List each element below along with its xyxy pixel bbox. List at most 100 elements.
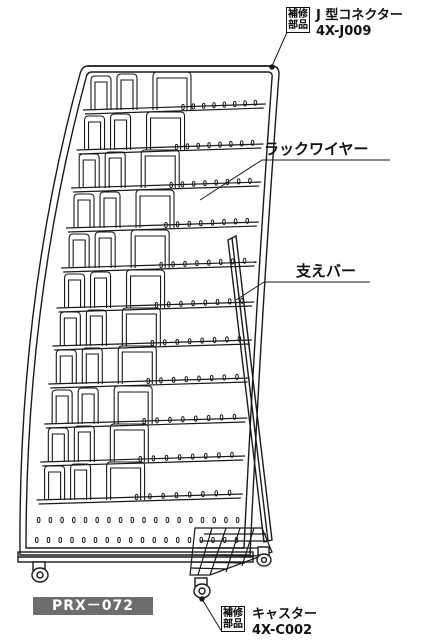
panel-hole — [243, 100, 247, 107]
panel-hole — [242, 257, 247, 264]
panel-hole — [162, 339, 167, 346]
pocket-wire — [72, 239, 86, 268]
panel-hole — [118, 516, 123, 524]
panel-hole — [83, 516, 88, 524]
pocket-wire — [68, 233, 90, 268]
pocket-wire — [129, 275, 162, 308]
pocket-wire — [108, 157, 122, 188]
shelf-wire — [84, 107, 264, 115]
pocket-wire — [139, 195, 171, 228]
panel-hole — [253, 99, 258, 106]
panel-hole — [206, 414, 211, 422]
j-connector-code: 4X-J009 — [316, 24, 372, 39]
pocket-wire — [74, 469, 88, 500]
panel-holes — [34, 99, 258, 544]
shelf-wire — [73, 185, 260, 193]
panel-hole — [175, 338, 180, 345]
support-bar-label: 支えバー — [296, 262, 357, 280]
panel-hole — [193, 415, 198, 422]
pocket-wire — [85, 309, 107, 346]
pocket-wire — [59, 311, 81, 346]
shelf-wire — [58, 305, 253, 313]
panel-hole — [164, 536, 168, 544]
panel-hole — [212, 336, 217, 344]
j-connector-name: J 型コネクター — [316, 8, 403, 23]
pocket-wire — [117, 345, 157, 384]
panel-hole — [236, 178, 241, 185]
panel-hole — [219, 414, 224, 421]
pocket-wire — [110, 467, 142, 500]
panel-hole — [234, 536, 239, 544]
panel-hole — [225, 336, 229, 343]
pocket-wire — [149, 117, 182, 150]
pocket-wire — [78, 153, 100, 188]
panel-hole — [161, 492, 165, 499]
pocket-wire — [103, 197, 117, 228]
panel-hole — [227, 298, 232, 305]
pocket-wire — [117, 391, 149, 424]
panel-hole — [159, 261, 163, 269]
panel-hole — [187, 220, 192, 227]
panel-hole — [175, 221, 180, 228]
pocket-wire — [73, 193, 95, 228]
panel-hole — [177, 516, 181, 524]
panel-hole — [191, 103, 196, 110]
pocket-wire — [113, 429, 145, 462]
pocket-wire — [77, 431, 91, 462]
panel-hole — [93, 536, 98, 544]
panel-hole — [218, 141, 222, 148]
panel-hole — [240, 297, 244, 304]
panel-hole — [201, 490, 205, 498]
panel-hole — [222, 536, 227, 544]
panel-hole — [235, 373, 239, 380]
pocket-wire — [125, 269, 166, 308]
badge-line-1: 補修 — [288, 9, 308, 20]
panel-hole — [46, 536, 51, 544]
pocket-wire — [98, 237, 112, 268]
pocket-wire — [116, 73, 138, 110]
pocket-wire — [81, 393, 95, 424]
panel-hole — [217, 452, 221, 459]
panel-hole — [174, 492, 179, 499]
panel-hole — [209, 374, 214, 382]
pocket-wire — [63, 317, 77, 346]
panel-hole — [197, 375, 201, 382]
pocket-wire — [89, 315, 103, 346]
pocket-wire — [121, 351, 153, 384]
pocket-wire — [81, 347, 103, 384]
panel-hole — [230, 451, 234, 458]
panel-hole — [174, 143, 179, 151]
pocket-wire — [44, 465, 66, 500]
panel-hole — [154, 301, 159, 309]
panel-hole — [224, 516, 228, 524]
pocket-wire — [67, 279, 82, 308]
panel-hole — [233, 218, 238, 225]
panel-hole — [191, 300, 195, 307]
panel-hole — [152, 536, 157, 544]
pocket-wire — [77, 387, 99, 424]
panel-hole — [153, 516, 158, 524]
panel-hole — [190, 453, 195, 460]
panel-hole — [151, 455, 156, 462]
panel-hole — [180, 181, 185, 188]
panel-hole — [230, 258, 235, 265]
pocket-wire — [77, 199, 91, 228]
panel-hole — [48, 516, 53, 524]
pocket-wire — [55, 395, 69, 424]
shelf-wire — [71, 181, 262, 189]
shelf-wire — [50, 381, 248, 389]
panel-hole — [187, 536, 192, 544]
panel-hole — [165, 516, 170, 524]
leader-lines — [199, 29, 390, 633]
pocket-wire — [113, 119, 128, 150]
shelf-wire — [38, 497, 241, 505]
panel-hole — [150, 339, 155, 347]
panel-hole — [215, 298, 220, 306]
support-bar — [227, 234, 273, 543]
panel-hole — [245, 217, 250, 224]
rack-frame — [17, 65, 280, 563]
panel-hole — [191, 180, 196, 187]
panel-hole — [201, 102, 206, 109]
panel-hole — [60, 516, 64, 524]
